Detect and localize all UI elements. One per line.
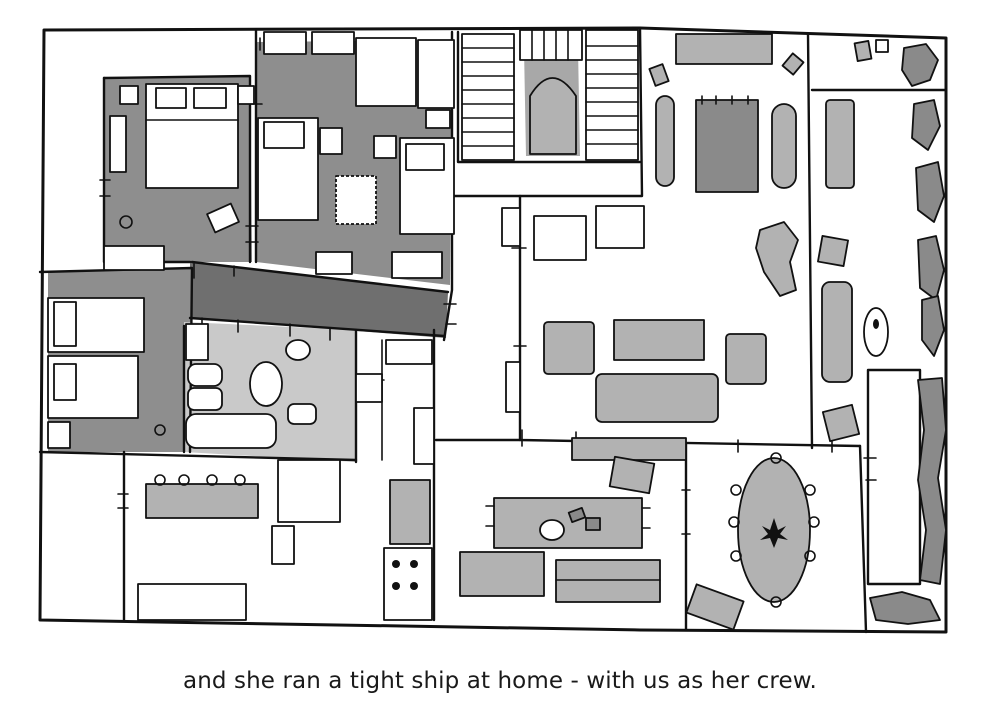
plant-icon <box>901 43 939 87</box>
sofa-icon <box>459 551 545 597</box>
plant-icon <box>911 99 941 151</box>
family-room <box>459 437 687 603</box>
twin-bedroom <box>257 31 455 279</box>
garden-plants <box>869 43 947 625</box>
stairs-icon <box>461 29 639 161</box>
dining-table-icon <box>685 452 820 631</box>
chair-icon <box>533 215 587 261</box>
plant-icon <box>915 161 945 223</box>
plant-icon <box>917 377 947 585</box>
armchair-icon <box>543 321 595 375</box>
master-bedroom <box>103 83 255 271</box>
plant-icon <box>921 295 945 357</box>
chair-icon <box>595 205 645 249</box>
bathroom <box>185 323 317 449</box>
living-room-upper <box>648 33 855 193</box>
armchair-icon <box>725 333 767 385</box>
sofa-icon <box>821 281 853 383</box>
caption-text: and she ran a tight ship at home - with … <box>183 668 817 694</box>
toilet-icon <box>187 363 223 387</box>
kitchen <box>137 339 435 621</box>
floor-plan-illustration <box>38 26 948 634</box>
sofa-icon <box>825 99 855 189</box>
plant-icon <box>755 221 799 297</box>
left-bedroom <box>47 297 166 449</box>
bathtub-icon <box>185 413 277 449</box>
plant-icon <box>869 591 941 625</box>
sofa-icon <box>555 559 661 603</box>
living-room <box>501 39 889 443</box>
stove-icon <box>383 547 433 621</box>
sofa-icon <box>595 373 719 423</box>
sofa-icon <box>675 33 773 65</box>
coffee-table-icon <box>493 497 643 549</box>
plant-icon <box>917 235 945 301</box>
